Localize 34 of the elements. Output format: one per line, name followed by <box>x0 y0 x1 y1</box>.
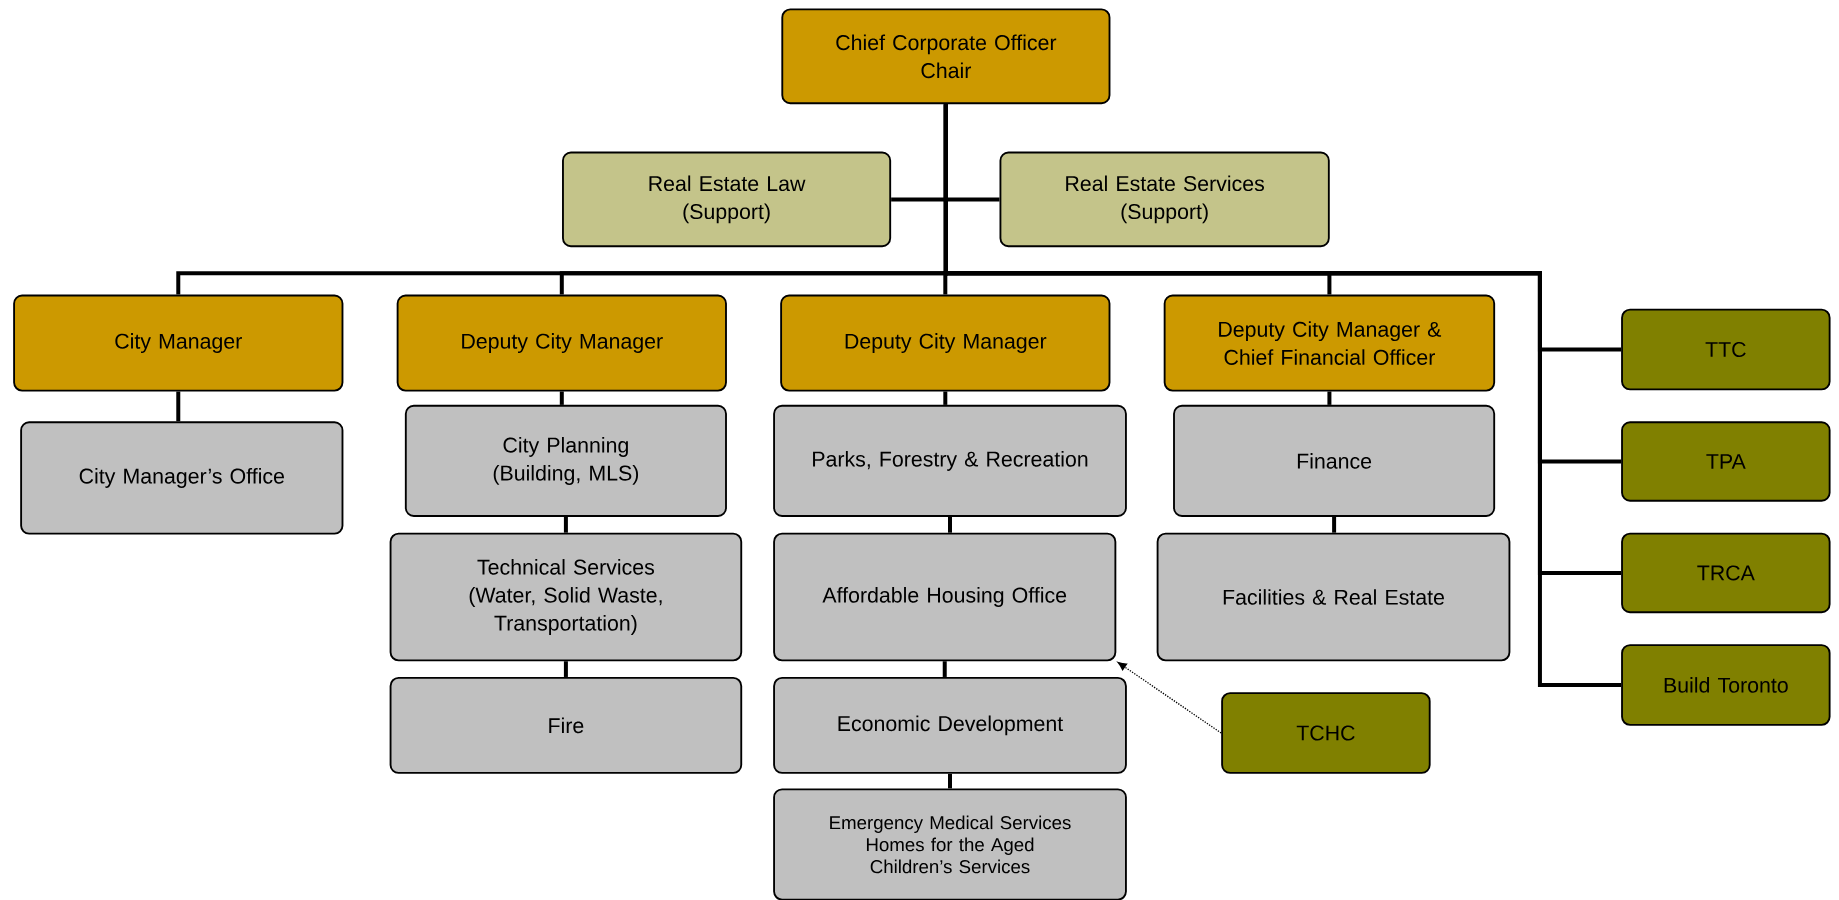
connector-line <box>563 661 568 677</box>
org-box: Fire <box>389 676 743 774</box>
org-box: Emergency Medical Services Homes for the Aged Children’s Services <box>773 788 1127 900</box>
org-box: City Planning (Building, MLS) <box>404 404 727 517</box>
connector-line <box>1327 391 1332 405</box>
org-box: Facilities & Real Estate <box>1156 532 1511 662</box>
org-box: Deputy City Manager <box>396 294 727 392</box>
org-box: Build Toronto <box>1621 644 1831 726</box>
org-box: TRCA <box>1621 532 1831 614</box>
connector-line <box>1332 516 1337 533</box>
org-box: Real Estate Law (Support) <box>562 151 892 248</box>
connector-line <box>948 516 952 533</box>
org-box: City Manager <box>13 294 344 392</box>
org-box: Parks, Forestry & Recreation <box>773 404 1127 517</box>
connector-line <box>942 661 947 677</box>
dotted-arrow <box>1117 661 1222 734</box>
org-box: Economic Development <box>773 676 1127 774</box>
connector-line <box>943 391 948 405</box>
connector-line <box>943 104 1622 687</box>
connector-line <box>176 391 181 422</box>
org-box: Real Estate Services (Support) <box>999 151 1330 248</box>
org-box: Technical Services (Water, Solid Waste, Transportation) <box>389 532 743 662</box>
org-box: Chief Corporate Officer Chair <box>781 8 1111 105</box>
org-box: Finance <box>1173 404 1496 517</box>
org-box: Deputy City Manager <box>780 294 1111 392</box>
org-box: Deputy City Manager & Chief Financial Officer <box>1163 294 1496 392</box>
org-box: TPA <box>1621 421 1831 502</box>
connector-line <box>559 391 564 405</box>
org-box: TCHC <box>1221 692 1431 774</box>
connector-line <box>948 773 952 789</box>
org-box: Affordable Housing Office <box>773 532 1117 662</box>
org-box: City Manager’s Office <box>20 421 344 535</box>
connector-line <box>563 516 568 533</box>
org-box: TTC <box>1621 308 1831 391</box>
